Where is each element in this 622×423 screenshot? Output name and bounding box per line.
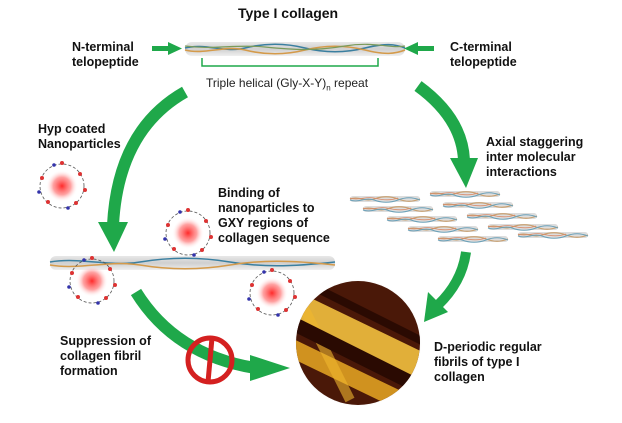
curved-arrow-lower-right-icon [424,251,471,322]
c-terminal-label: C-terminal telopeptide [450,40,517,69]
c-terminal-arrow-icon [404,42,434,55]
triple-helical-bracket [201,58,379,67]
afm-fibril-image [294,279,422,407]
diagram-title: Type I collagen [238,5,339,21]
d-periodic-label: D-periodic regular fibrils of type I col… [434,340,542,384]
nanoparticle-bound-top-icon [162,207,214,258]
n-terminal-arrow-icon [152,42,182,55]
collagen-triple-helix-top [184,42,406,56]
triple-helical-prefix: Triple helical (Gly-X-Y) [206,76,327,90]
curved-arrow-right-icon [414,81,478,188]
nanoparticle-free-icon [36,160,88,211]
triple-helical-subscript: n [326,83,331,93]
binding-label: Binding of nanoparticles to GXY regions … [218,186,330,245]
axial-staggering-label: Axial staggering inter molecular interac… [486,135,584,179]
suppression-arrow-icon [130,288,290,381]
nanoparticle-bound-right-icon [246,267,298,318]
triple-helical-suffix: repeat [330,76,369,90]
staggered-collagen-molecules [349,190,589,243]
suppression-label: Suppression of collagen fibril formation [60,334,151,378]
triple-helical-label: Triple helical (Gly-X-Y)n repeat [206,76,368,92]
inhibition-icon [185,335,235,385]
n-terminal-label: N-terminal telopeptide [72,40,139,69]
collagen-strand-with-nanoparticles [49,256,336,270]
hyp-coated-label: Hyp coated Nanoparticles [38,122,121,151]
curved-arrow-left-icon [98,86,189,252]
